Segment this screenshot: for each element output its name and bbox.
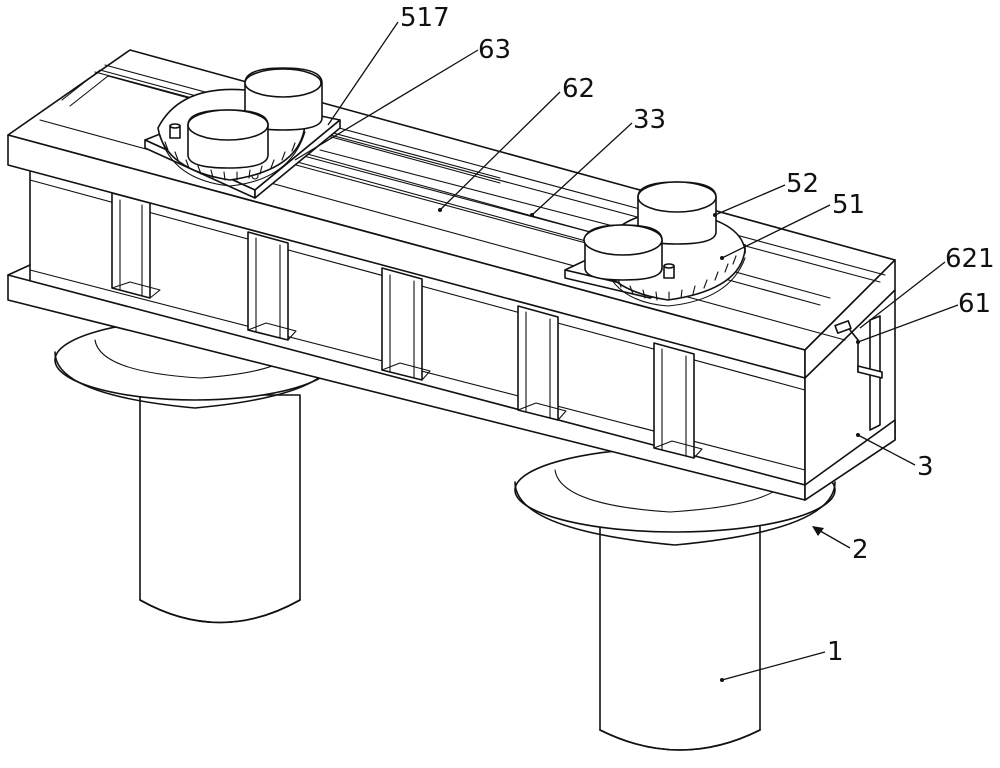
label-63: 63 [478, 35, 511, 65]
label-2: 2 [852, 535, 869, 565]
label-621: 621 [945, 244, 995, 274]
label-1: 1 [827, 637, 844, 667]
leader-1 [721, 651, 826, 681]
leader-621 [859, 261, 946, 329]
reference-labels: 517 63 62 33 52 51 621 61 3 2 1 [400, 3, 995, 667]
leader-33 [531, 122, 633, 216]
leader-lines [294, 21, 959, 682]
rib-4 [517, 305, 567, 421]
crank-handle [834, 315, 883, 431]
right-column [599, 524, 761, 751]
leader-517 [327, 21, 399, 126]
label-51: 51 [832, 190, 865, 220]
left-carriage [144, 67, 341, 199]
label-62: 62 [562, 74, 595, 104]
left-column [139, 394, 301, 624]
right-carriage [564, 181, 746, 307]
label-33: 33 [633, 105, 666, 135]
rib-3 [381, 267, 431, 381]
stiffener-ribs [111, 192, 703, 459]
rib-2 [247, 231, 297, 341]
label-61: 61 [958, 289, 991, 319]
label-3: 3 [917, 452, 934, 482]
leader-63 [294, 49, 479, 161]
leader-62 [439, 91, 561, 211]
label-52: 52 [786, 169, 819, 199]
guide-rail [295, 149, 641, 251]
label-517: 517 [400, 3, 450, 33]
leader-52 [714, 184, 786, 216]
leader-3 [857, 434, 916, 466]
leader-51 [721, 204, 831, 259]
rib-5 [653, 342, 703, 459]
leader-61 [857, 304, 959, 343]
